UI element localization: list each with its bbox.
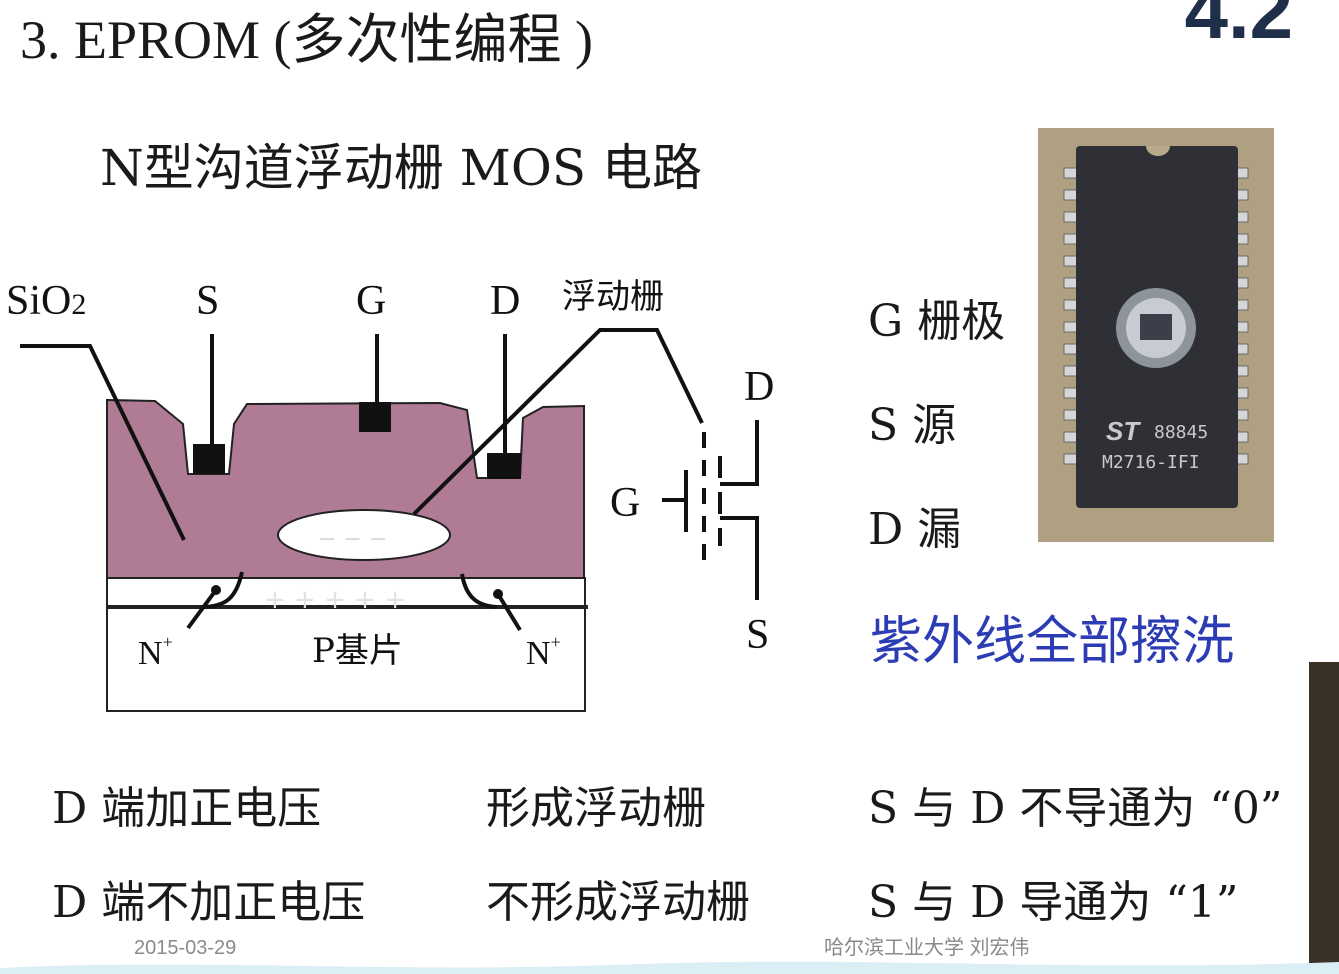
chip-code: 88845 [1154, 422, 1208, 443]
chip-brand-logo: ST [1106, 416, 1141, 446]
row-1-state: S 与 D 不导通为 “0” [868, 783, 1283, 834]
row-1-result: 形成浮动栅 [486, 783, 706, 834]
row-2-state: S 与 D 导通为 “1” [868, 877, 1239, 928]
n-plus-right-label: N+ [526, 632, 561, 672]
row-1-condition: D 端加正电压 [52, 783, 322, 834]
chip-part-number: M2716-IFI [1102, 452, 1200, 473]
mosfet-symbol [662, 420, 759, 600]
slide-title: 3. EPROM (多次性编程 ) [20, 10, 594, 70]
presenter-video-edge [1309, 662, 1339, 974]
n-plus-right-pointer [496, 592, 522, 632]
legend-gate: G 栅极 [868, 296, 1006, 347]
sio2-pointer [20, 344, 186, 541]
gate-label: G [356, 278, 386, 324]
floating-gate-label: 浮动栅 [562, 277, 664, 317]
n-plus-left-label: N+ [138, 632, 173, 672]
sio2-label: SiO2 [6, 278, 86, 324]
n-plus-left-pointer [186, 588, 218, 630]
n-plus-right-region [460, 573, 498, 609]
source-label: S [196, 278, 219, 324]
floating-gate-pointer [412, 328, 704, 516]
drain-contact [487, 453, 521, 479]
floating-gate-ellipse [277, 509, 451, 561]
footer-date: 2015-03-29 [134, 937, 237, 959]
gate-contact [359, 402, 391, 432]
symbol-source-label: S [746, 612, 769, 658]
diagram-subtitle: N型沟道浮动栅 MOS 电路 [100, 139, 702, 197]
symbol-gate-label: G [610, 480, 640, 526]
n-plus-left-region [203, 571, 244, 609]
row-2-result: 不形成浮动栅 [486, 877, 750, 928]
legend-source: S 源 [868, 400, 957, 451]
n-plus-left-dot [211, 585, 221, 595]
section-number: 4.2 [1184, 0, 1293, 55]
positive-charges: + + + + + [264, 585, 406, 615]
footer-author: 哈尔滨工业大学 刘宏伟 [824, 937, 1030, 959]
eprom-chip-photo: ST 88845 M2716-IFI [1038, 128, 1274, 542]
drain-label: D [490, 278, 520, 324]
uv-erase-note: 紫外线全部擦洗 [870, 612, 1235, 672]
source-contact [193, 444, 225, 474]
substrate-label: P基片 [312, 631, 403, 671]
negative-charges: − − − [318, 527, 387, 552]
symbol-drain-label: D [744, 364, 774, 410]
row-2-condition: D 端不加正电压 [52, 877, 366, 928]
bottom-wave-decoration [0, 961, 1339, 974]
legend-drain: D 漏 [868, 504, 962, 555]
p-substrate-box [106, 577, 586, 712]
sio2-oxide-layer [106, 398, 585, 579]
n-plus-right-dot [493, 589, 503, 599]
